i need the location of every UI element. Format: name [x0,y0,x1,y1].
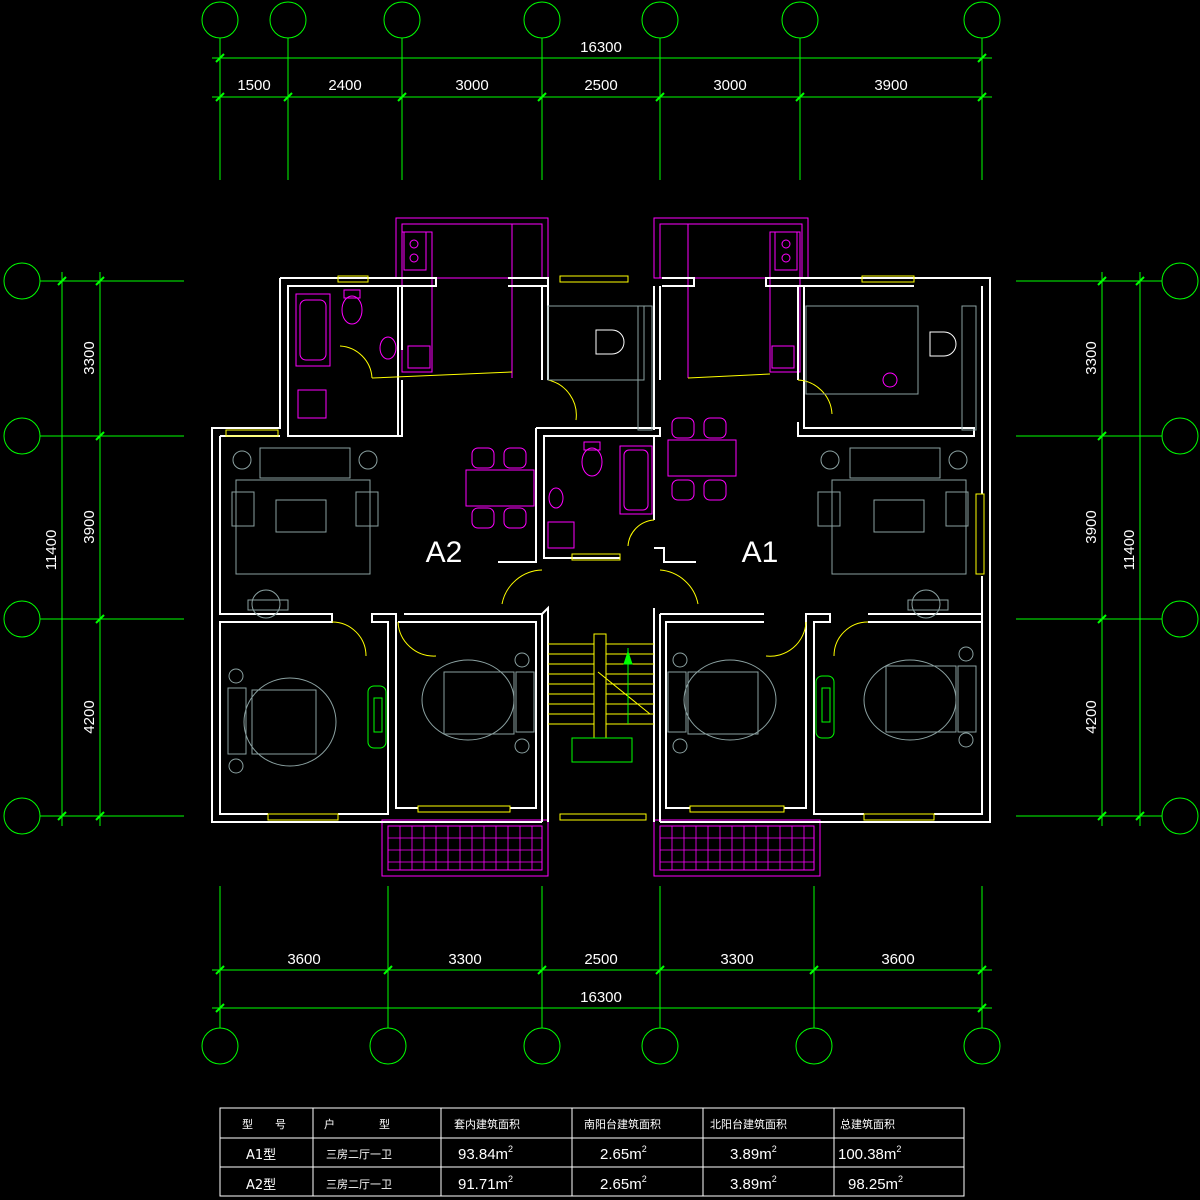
dim-bottom-seg: 3300 [720,951,753,968]
table-header-total: 总建筑面积 [840,1117,895,1131]
dim-bottom-total: 16300 [580,989,622,1006]
dim-bottom-seg: 3300 [448,951,481,968]
balcony-outlines [381,217,821,877]
dim-bottom-seg: 2500 [584,951,617,968]
dim-top-seg: 3900 [874,77,907,94]
axis-grid [3,1,1199,1065]
table-cell-layout: 三房二厅一卫 [326,1148,392,1161]
dim-left-seg: 3300 [81,341,98,374]
furniture [227,305,977,774]
dim-top-seg: 1500 [237,77,270,94]
stair-rail [571,648,633,763]
dimension-labels: 16300 1500 2400 3000 2500 3000 3900 3600… [43,39,1138,1006]
dim-right-total: 11400 [1121,530,1138,571]
unit-label-a2: A2 [426,536,463,569]
dim-top-seg: 2400 [328,77,361,94]
table-cell-north: 3.89m2 [730,1144,777,1163]
dim-top-total: 16300 [580,39,622,56]
dim-bottom-seg: 3600 [287,951,320,968]
dim-top-seg: 3000 [713,77,746,94]
table-cell-inner: 93.84m2 [458,1144,513,1163]
table-header-north: 北阳台建筑面积 [710,1117,787,1131]
unit-label-a1: A1 [742,536,779,569]
table-header-layout: 户 型 [324,1117,390,1131]
staircase [548,633,654,739]
dim-right-seg: 3900 [1083,510,1100,543]
table-cell-total: 100.38m2 [838,1144,901,1163]
table-cell-type: A2型 [246,1178,276,1193]
table-cell-total: 98.25m2 [848,1174,903,1193]
closets [367,675,835,749]
dim-top-seg: 3000 [455,77,488,94]
dim-left-total: 11400 [43,530,60,571]
table-header-south: 南阳台建筑面积 [584,1117,661,1131]
dim-bottom-seg: 3600 [881,951,914,968]
table-cell-layout: 三房二厅一卫 [326,1178,392,1191]
table-cell-north: 3.89m2 [730,1174,777,1193]
bathroom-fixtures [295,289,898,549]
dim-left-seg: 4200 [81,700,98,733]
table-cell-inner: 91.71m2 [458,1174,513,1193]
dim-top-seg: 2500 [584,77,617,94]
table-cell-south: 2.65m2 [600,1144,647,1163]
table-cell-type: A1型 [246,1148,276,1163]
doors [331,345,869,657]
dim-left-seg: 3900 [81,510,98,543]
dim-right-seg: 4200 [1083,700,1100,733]
windows [225,275,985,821]
dim-right-seg: 3300 [1083,341,1100,374]
table-cell-south: 2.65m2 [600,1174,647,1193]
table-header-inner: 套内建筑面积 [454,1117,520,1131]
balcony-grid [388,826,814,870]
walls [211,277,991,823]
table-header-type: 型 号 [242,1117,286,1131]
area-table: 型 号 户 型 套内建筑面积 南阳台建筑面积 北阳台建筑面积 总建筑面积 A1型… [219,1107,965,1197]
